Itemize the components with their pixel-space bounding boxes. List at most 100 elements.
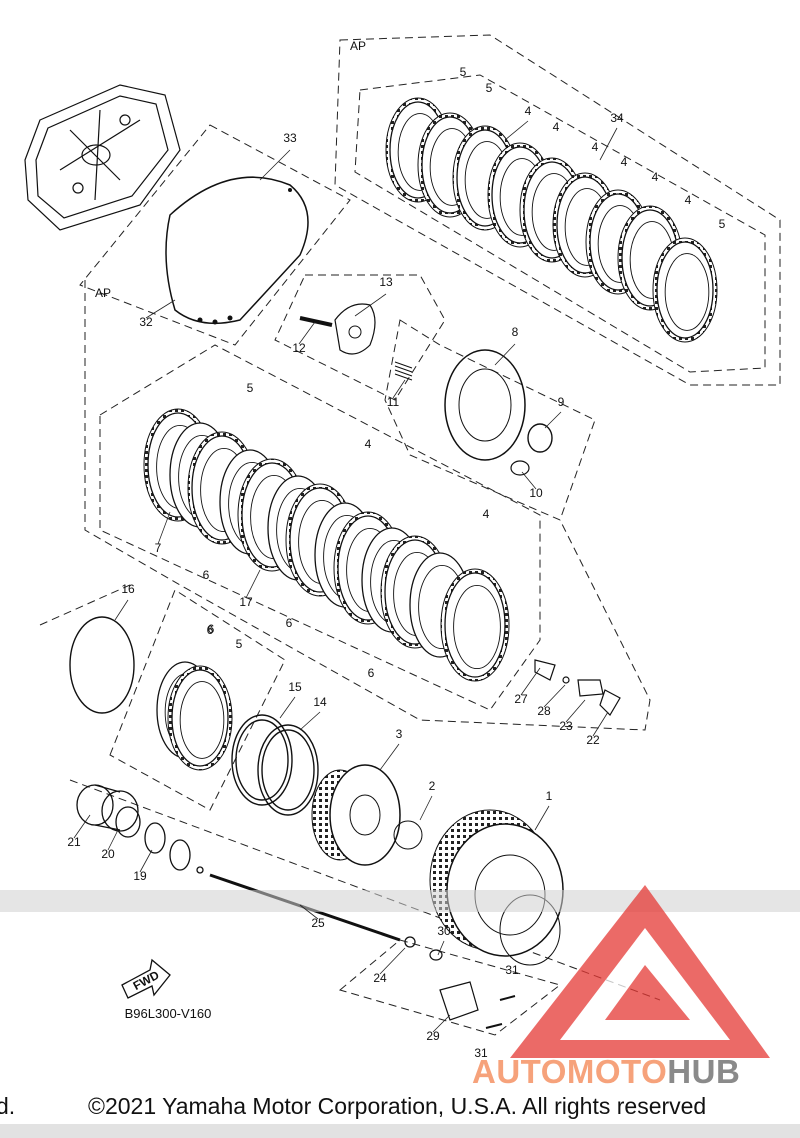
part-label-29: 29: [426, 1029, 440, 1043]
part-label-6: 6: [207, 623, 214, 637]
part-label-10: 10: [529, 486, 543, 500]
pressure-plate-group: [274, 274, 446, 401]
leader-line: [298, 321, 316, 345]
lower-plate-group: [109, 589, 286, 811]
part-label-25: 25: [311, 916, 325, 930]
part-label-12: 12: [292, 341, 306, 355]
brand-part-1: AUTOMOTO: [472, 1053, 668, 1090]
circlip-group: [39, 584, 135, 714]
part-label-5: 5: [486, 81, 493, 95]
part-label-4: 4: [621, 155, 628, 169]
leader-line: [432, 1014, 451, 1033]
clutch-boss: [311, 764, 423, 866]
part-label-22: 22: [586, 733, 600, 747]
leader-line: [157, 511, 171, 545]
ap-label-top: AP: [350, 39, 366, 53]
copyright-text: ©2021 Yamaha Motor Corporation, U.S.A. A…: [88, 1093, 707, 1119]
part-label-8: 8: [512, 325, 519, 339]
leader-line: [543, 684, 566, 708]
ap-group-left: [84, 280, 651, 731]
rings: [231, 714, 319, 816]
part-label-28: 28: [537, 704, 551, 718]
part-label-5: 5: [247, 381, 254, 395]
part-label-5: 5: [460, 65, 467, 79]
part-label-11: 11: [387, 395, 400, 409]
automotohub-logo: [510, 885, 770, 1058]
leader-line: [494, 343, 516, 366]
part-label-4: 4: [365, 437, 372, 451]
part-label-4: 4: [652, 170, 659, 184]
leader-line: [279, 696, 296, 719]
copyright-footer: d. ©2021 Yamaha Motor Corporation, U.S.A…: [0, 1092, 800, 1120]
leader-line: [73, 814, 91, 839]
part-label-4: 4: [525, 104, 532, 118]
leader-line: [544, 411, 562, 429]
part-label-33: 33: [283, 131, 297, 145]
top-plate: [652, 237, 718, 343]
leader-line: [520, 667, 541, 696]
part-label-31: 31: [505, 963, 519, 977]
ap-label-left: AP: [95, 286, 111, 300]
part-label-4: 4: [685, 193, 692, 207]
bolt-parts: [534, 659, 621, 716]
part-label-16: 16: [121, 582, 135, 596]
leader-line: [504, 120, 529, 141]
part-label-2: 2: [429, 779, 436, 793]
part-label-34: 34: [610, 111, 624, 125]
leader-line: [565, 699, 586, 723]
leader-line: [139, 849, 153, 873]
leader-line: [145, 299, 176, 319]
leader-line: [534, 805, 550, 831]
leader-line: [592, 711, 609, 737]
part-label-6: 6: [208, 622, 215, 636]
leader-line: [419, 795, 433, 821]
leader-line: [299, 711, 321, 731]
part-label-21: 21: [67, 835, 81, 849]
leader-line: [392, 379, 406, 399]
leader-line: [379, 947, 406, 975]
part-label-24: 24: [373, 971, 387, 985]
part-label-1: 1: [546, 789, 553, 803]
leader-line: [354, 293, 387, 317]
part-label-5: 5: [236, 637, 243, 651]
part-label-23: 23: [559, 719, 573, 733]
fwd-arrow-icon: [121, 958, 171, 999]
part-label-4: 4: [483, 507, 490, 521]
part-label-5: 5: [719, 217, 726, 231]
footer-prefix: d.: [0, 1093, 16, 1119]
ap-group-top: [334, 34, 781, 386]
part-label-9: 9: [558, 395, 565, 409]
part-label-6: 6: [368, 666, 375, 680]
release-lever: [338, 939, 562, 1036]
leader-line: [299, 904, 319, 920]
part-label-6: 6: [203, 568, 210, 582]
part-label-15: 15: [288, 680, 302, 694]
part-label-4: 4: [553, 120, 560, 134]
crankcase-cover: [24, 84, 181, 231]
part-label-6: 6: [286, 616, 293, 630]
leader-line: [107, 829, 119, 851]
leader-line: [259, 149, 291, 181]
part-label-30: 30: [437, 924, 451, 938]
part-label-20: 20: [101, 847, 115, 861]
part-label-31: 31: [474, 1046, 488, 1060]
leader-line: [521, 471, 537, 490]
clutch-housing: [69, 779, 661, 1001]
part-label-3: 3: [396, 727, 403, 741]
part-label-27: 27: [514, 692, 528, 706]
leader-line: [379, 743, 400, 771]
gasket-group: [79, 124, 351, 346]
leader-line: [599, 127, 618, 161]
part-label-7: 7: [155, 541, 162, 555]
mid-plate: [440, 568, 510, 682]
low-plate: [167, 665, 233, 771]
watermark-brand: AUTOMOTOHUB: [472, 1054, 740, 1090]
part-label-13: 13: [379, 275, 393, 289]
part-label-32: 32: [139, 315, 153, 329]
part-label-17: 17: [239, 595, 253, 609]
pressure-plate: [384, 319, 596, 521]
part-label-14: 14: [313, 695, 327, 709]
leader-line: [437, 940, 445, 956]
leader-line: [245, 569, 261, 599]
part-label-4: 4: [592, 140, 599, 154]
